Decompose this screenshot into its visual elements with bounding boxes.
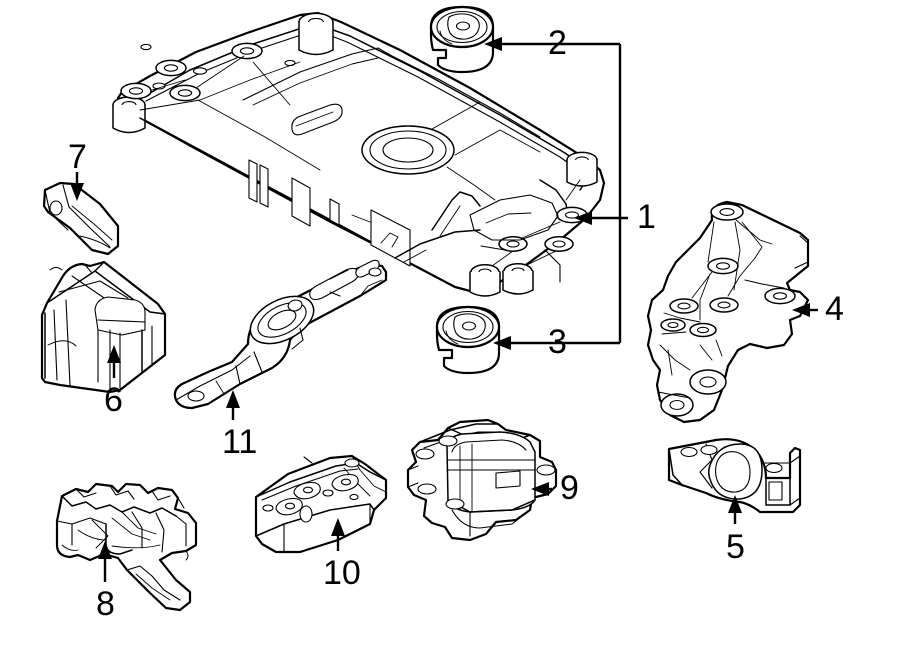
part-1-engine-cradle-subframe[interactable]: [112, 11, 606, 297]
part-8-transmission-mount-bracket[interactable]: [55, 482, 198, 612]
callout-label-10[interactable]: 10: [323, 554, 361, 592]
callout-label-9[interactable]: 9: [560, 469, 579, 507]
callout-label-7[interactable]: 7: [68, 138, 87, 176]
callout-label-5[interactable]: 5: [726, 528, 745, 566]
callout-label-4[interactable]: 4: [825, 290, 844, 328]
part-7-mount-support-bracket-small[interactable]: [42, 181, 120, 256]
part-10-mount-spacer-block[interactable]: [254, 454, 388, 554]
part-6-engine-mount-assembly-left[interactable]: [40, 260, 167, 394]
callout-label-6[interactable]: 6: [104, 381, 123, 419]
callout-label-3[interactable]: 3: [548, 323, 567, 361]
part-5-rear-mount-carrier[interactable]: [667, 438, 802, 514]
part-9-transmission-mount-assembly[interactable]: [406, 418, 558, 542]
part-3-lower-rubber-mount-bushing[interactable]: [435, 305, 501, 375]
callout-label-11[interactable]: 11: [222, 423, 258, 461]
callout-label-1[interactable]: 1: [637, 198, 656, 236]
part-4-engine-support-bracket-right[interactable]: [646, 200, 810, 424]
callout-leader-lines: [70, 37, 818, 582]
part-2-upper-rubber-mount-bushing[interactable]: [429, 5, 495, 74]
callout-label-8[interactable]: 8: [96, 585, 115, 623]
part-11-pendulum-support-torque-rod[interactable]: [173, 259, 388, 410]
callout-label-2[interactable]: 2: [548, 24, 567, 62]
